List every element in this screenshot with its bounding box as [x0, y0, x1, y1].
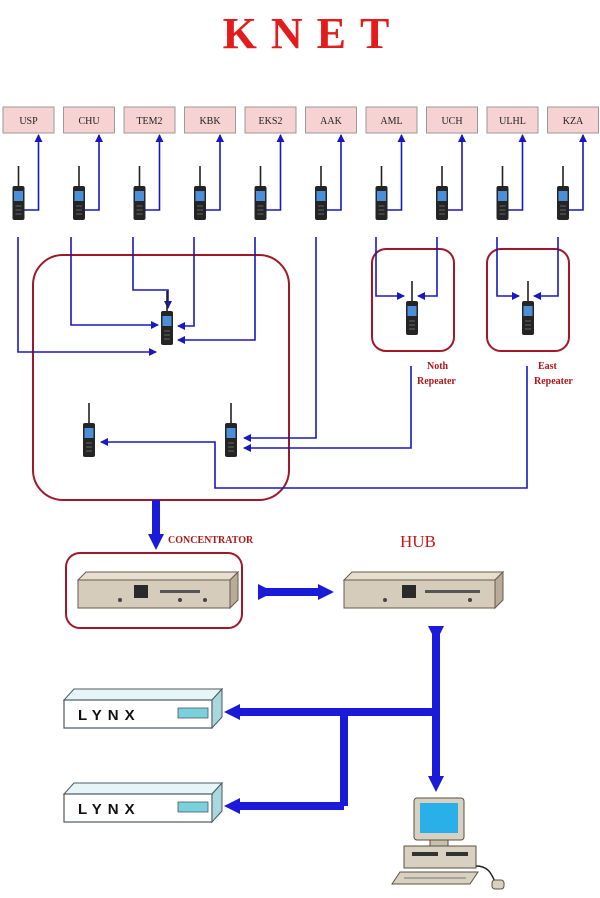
station-box-aml — [365, 106, 418, 134]
radio-icon — [521, 280, 535, 336]
concentrator-outline — [65, 552, 243, 629]
station-box-tem2 — [123, 106, 176, 134]
station-box-aak — [305, 106, 357, 134]
station-label: ULHL — [499, 116, 526, 127]
radio-icon — [72, 165, 86, 221]
diagram-title: KNET — [223, 9, 404, 58]
computer-icon — [391, 797, 505, 890]
station-box-ulhl — [486, 106, 539, 134]
station-box-chu — [63, 106, 115, 134]
repeater-links — [375, 237, 559, 300]
north-repeater-label-2: Repeater — [417, 376, 456, 387]
station-radios — [11, 165, 570, 221]
station-label: KZA — [563, 116, 584, 127]
station-label: EKS2 — [259, 116, 283, 127]
lynx-unit-2: LYNX — [62, 781, 224, 824]
radio-icon — [193, 165, 207, 221]
station-uplink — [85, 134, 103, 211]
station-uplink — [145, 134, 164, 211]
radio-icon — [405, 280, 419, 336]
station-label: TEM2 — [136, 116, 162, 127]
modem-icon — [342, 570, 505, 610]
radio-icon — [314, 165, 328, 221]
radio-icon — [435, 165, 449, 221]
radio-icon — [495, 165, 510, 221]
radio-icon — [11, 165, 26, 221]
station-uplink — [206, 134, 224, 211]
station-uplink — [24, 134, 43, 211]
central-links — [17, 237, 528, 489]
lynx-label: LYNX — [78, 801, 141, 818]
station-uplink — [266, 134, 285, 211]
station-uplink — [508, 134, 527, 211]
station-box-kbk — [184, 106, 236, 134]
east-repeater-label-2: Repeater — [534, 376, 573, 387]
radio-icon — [374, 165, 389, 221]
station-label: AML — [380, 116, 402, 127]
north-repeater-label: Noth — [427, 361, 449, 372]
station-uplink — [327, 134, 345, 211]
modem-icon — [76, 570, 240, 610]
station-label: AAK — [320, 116, 342, 127]
east-repeater-label: East — [538, 361, 558, 372]
station-box-eks2 — [244, 106, 297, 134]
central-radios — [82, 280, 535, 458]
station-box-usp — [2, 106, 55, 134]
station-box-kza — [547, 106, 599, 134]
east-repeater-outline — [486, 248, 570, 352]
hub-bus — [224, 626, 444, 814]
radio-icon — [224, 402, 238, 458]
concentrator-label: CONCENTRATOR — [168, 535, 254, 546]
station-label: UCH — [441, 116, 462, 127]
radio-icon — [82, 402, 96, 458]
station-label: KBK — [199, 116, 221, 127]
radio-icon — [253, 165, 268, 221]
station-label: USP — [19, 116, 38, 127]
station-wires — [24, 134, 587, 211]
station-uplink — [387, 134, 406, 211]
station-box-uch — [426, 106, 478, 134]
lynx-unit-1: LYNX — [62, 687, 224, 730]
station-row: USP CHU TEM2 KBK EKS2 AAK AML UCH ULHL KZA — [2, 106, 599, 134]
radio-icon — [556, 165, 570, 221]
hub-label: HUB — [400, 532, 436, 551]
lynx-label: LYNX — [78, 707, 141, 724]
station-uplink — [569, 134, 587, 211]
radio-icon — [160, 290, 174, 346]
north-repeater-outline — [371, 248, 455, 352]
station-label: CHU — [78, 116, 100, 127]
station-uplink — [448, 134, 466, 211]
central-site-outline — [32, 254, 290, 501]
radio-icon — [132, 165, 147, 221]
